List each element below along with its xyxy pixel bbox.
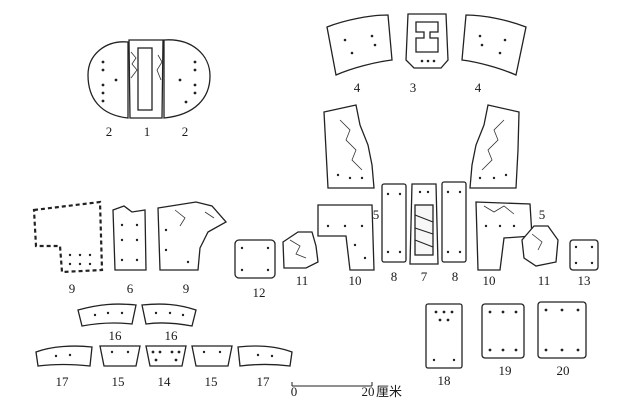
label-8-right: 8 (452, 269, 459, 284)
piece-2-right (163, 39, 211, 119)
label-4-right: 4 (475, 80, 482, 95)
piece-14 (145, 345, 187, 367)
piece-20 (537, 301, 587, 359)
label-11-left: 11 (296, 273, 309, 288)
scale-bar: 0 20 厘米 (291, 382, 402, 399)
piece-19 (481, 303, 525, 359)
piece-4-right (461, 14, 527, 76)
piece-18 (425, 303, 463, 369)
piece-16-right (141, 303, 197, 327)
label-16-left: 16 (109, 328, 123, 343)
label-19: 19 (499, 363, 512, 378)
piece-10-left (317, 204, 375, 271)
piece-13 (569, 239, 599, 271)
piece-7 (409, 183, 439, 265)
scale-bar-start: 0 (291, 384, 298, 399)
piece-5-right-upper (469, 104, 520, 189)
label-3: 3 (410, 80, 417, 95)
piece-5-left-upper (323, 104, 375, 189)
piece-11-right (521, 225, 559, 267)
label-10-left: 10 (349, 273, 362, 288)
label-17-left: 17 (56, 374, 70, 389)
label-9-left: 9 (69, 281, 76, 296)
label-5-right: 5 (539, 207, 546, 222)
piece-9-left (32, 200, 104, 274)
piece-8-left (381, 183, 407, 263)
label-5-left: 5 (373, 207, 380, 222)
label-8-left: 8 (391, 269, 398, 284)
piece-17-left (35, 345, 93, 367)
label-14: 14 (158, 374, 172, 389)
piece-2-left (87, 41, 129, 119)
label-17-right: 17 (257, 374, 271, 389)
piece-15-left (99, 345, 141, 367)
piece-6 (112, 205, 147, 271)
label-11-right: 11 (538, 273, 551, 288)
piece-1 (128, 39, 164, 119)
scale-bar-end: 20 (362, 384, 375, 399)
piece-10-right (475, 201, 533, 271)
label-20: 20 (557, 363, 570, 378)
piece-16-left (77, 303, 137, 327)
label-18: 18 (438, 373, 451, 388)
piece-8-right (441, 181, 467, 263)
label-7: 7 (421, 269, 428, 284)
label-10-right: 10 (483, 273, 496, 288)
piece-12 (234, 239, 276, 279)
label-4-left: 4 (354, 80, 361, 95)
label-1: 1 (144, 124, 151, 139)
piece-3 (405, 13, 449, 69)
piece-17-right (237, 345, 293, 367)
scale-bar-unit: 厘米 (376, 384, 402, 399)
piece-15-right (191, 345, 233, 367)
piece-4-left (326, 14, 393, 76)
piece-9-right (157, 201, 228, 271)
label-6: 6 (127, 281, 134, 296)
label-15-left: 15 (112, 374, 125, 389)
label-2-left: 2 (106, 124, 113, 139)
label-16-right: 16 (165, 328, 179, 343)
label-9-right: 9 (183, 281, 190, 296)
label-2-right: 2 (182, 124, 189, 139)
piece-11-left (282, 231, 319, 269)
label-15-right: 15 (205, 374, 218, 389)
label-12: 12 (253, 285, 266, 300)
label-13: 13 (578, 273, 591, 288)
